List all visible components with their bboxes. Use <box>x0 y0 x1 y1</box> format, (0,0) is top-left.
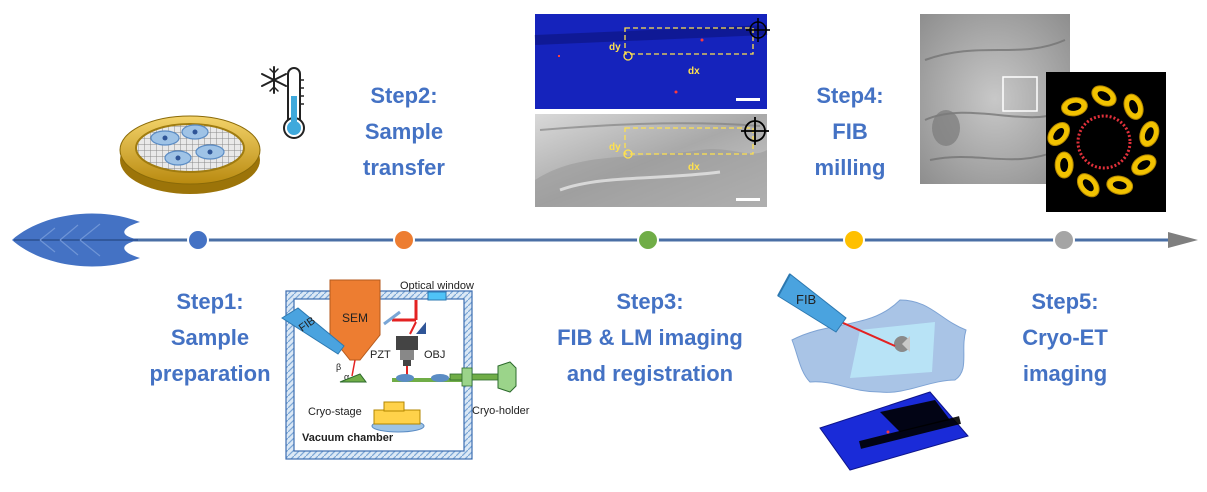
step1-line1: Sample <box>170 325 250 350</box>
dy-label-top: dy <box>609 42 621 53</box>
crosshair-icon <box>741 117 769 145</box>
crosshair-icon <box>746 18 770 42</box>
step3-title: Step3: <box>616 289 684 314</box>
fib-gun: FIB <box>281 307 345 355</box>
timeline <box>12 213 1198 267</box>
cryo-et-images <box>920 14 1166 212</box>
sem-column: SEM <box>329 279 381 361</box>
vacuum-chamber-label: Vacuum chamber <box>302 432 394 444</box>
step3-label: Step3: FIB & LM imaging and registration <box>545 284 755 392</box>
optical-window <box>427 291 447 301</box>
doublet-lumen <box>1112 181 1127 190</box>
step4-label: Step4: FIB milling <box>790 78 910 186</box>
step2-line2: transfer <box>363 155 445 180</box>
milled-fluorescence-plane <box>819 391 969 471</box>
thermometer-icon <box>283 67 305 139</box>
step5-line1: Cryo-ET <box>1022 325 1108 350</box>
step1-node <box>187 229 209 251</box>
pzt-label: PZT <box>370 349 391 361</box>
vacuum-chamber-illustration: SEM FIB Optical window PZT OBJ β α <box>281 279 530 460</box>
cryo-stage-label: Cryo-stage <box>308 406 362 418</box>
timeline-arrow-head <box>1168 232 1198 248</box>
cryo-stage <box>371 401 425 433</box>
doublet-lumen <box>1067 102 1082 111</box>
fib-gun-milling: FIB <box>777 273 847 333</box>
step4-line2: milling <box>814 155 886 180</box>
step3-line1: FIB & LM imaging <box>557 325 743 350</box>
doublet-lumen <box>1097 91 1111 101</box>
cryo-holder-label: Cryo-holder <box>472 405 530 417</box>
step4-line1: FIB <box>832 119 868 144</box>
grid-dish-illustration <box>119 115 261 194</box>
step3-node <box>637 229 659 251</box>
step5-node <box>1053 229 1075 251</box>
scale-bar-top <box>736 98 760 101</box>
step5-title: Step5: <box>1031 289 1099 314</box>
cryo-holder <box>449 361 517 393</box>
step1-title: Step1: <box>176 289 244 314</box>
alpha-label: α <box>344 372 349 382</box>
step4-node <box>843 229 865 251</box>
step5-line2: imaging <box>1022 361 1108 386</box>
fib-milling-illustration: FIB <box>777 273 969 471</box>
obj-label: OBJ <box>424 349 445 361</box>
step3-line2: and registration <box>566 361 734 386</box>
doublet-lumen <box>1082 179 1094 192</box>
milling-fib-label: FIB <box>796 292 816 307</box>
sem-label: SEM <box>342 311 368 325</box>
microtubule-ring <box>1047 85 1160 198</box>
dx-label-bottom: dx <box>688 162 700 173</box>
scale-bar-bottom <box>736 198 760 201</box>
step4-title: Step4: <box>816 83 884 108</box>
step5-label: Step5: Cryo-ET imaging <box>1005 284 1125 392</box>
feather-icon <box>12 213 140 267</box>
doublet-lumen <box>1053 128 1065 140</box>
beta-label: β <box>336 362 341 372</box>
step1-label: Step1: Sample preparation <box>140 284 280 392</box>
doublet-lumen <box>1060 158 1069 172</box>
optical-window-label: Optical window <box>400 280 474 292</box>
step1-line2: preparation <box>149 361 271 386</box>
objective-lens <box>396 336 418 378</box>
mirror <box>383 310 401 326</box>
step2-label: Step2: Sample transfer <box>334 78 474 186</box>
doublet-lumen <box>1137 160 1151 170</box>
step2-title: Step2: <box>370 83 438 108</box>
doublet-lumen <box>1144 127 1154 141</box>
step2-line1: Sample <box>364 119 444 144</box>
dy-label-bottom: dy <box>609 142 621 153</box>
dx-label-top: dx <box>688 66 700 77</box>
snowflake-icon <box>261 66 287 94</box>
step2-node <box>393 229 415 251</box>
registration-images: dy dx dy dx <box>534 14 770 207</box>
tomogram-zoom-box <box>1002 76 1038 112</box>
doublet-lumen <box>1129 100 1139 114</box>
